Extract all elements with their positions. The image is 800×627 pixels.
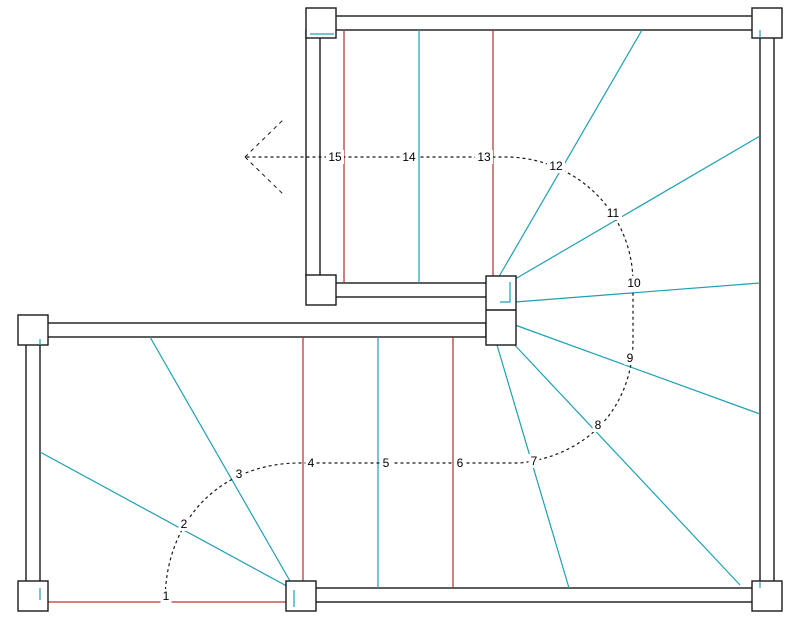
stringer-bottom-right (309, 587, 766, 603)
step-number-13: 13 (477, 150, 491, 164)
stringer-right (759, 29, 775, 589)
step-number-9: 9 (627, 351, 634, 365)
newel-post (305, 7, 337, 39)
step-number-bg (475, 150, 493, 164)
newel-post (17, 314, 49, 346)
newel-post (17, 580, 49, 612)
step-number-bg (528, 454, 540, 468)
step-number-10: 10 (627, 276, 641, 290)
stringer-left-lower (25, 343, 41, 583)
newel-post (305, 274, 337, 306)
step-number-11: 11 (607, 206, 620, 220)
step-number-6: 6 (457, 456, 464, 470)
newel-post (751, 580, 783, 612)
step-number-bg (625, 276, 643, 290)
step-number-2: 2 (181, 517, 188, 531)
tread-line (509, 135, 761, 283)
newel-posts (17, 7, 783, 612)
step-number-5: 5 (383, 456, 390, 470)
step-number-bg (624, 351, 636, 365)
stringer-inner-upper (334, 282, 488, 298)
newel-post (285, 580, 317, 612)
tread-line (39, 451, 295, 591)
tread-line (514, 282, 761, 303)
step-number-8: 8 (595, 418, 602, 432)
stringer-top-upper (319, 15, 767, 31)
step-number-14: 14 (402, 150, 416, 164)
step-number-12: 12 (549, 159, 563, 173)
step-number-bg (380, 456, 392, 470)
stringers (25, 15, 775, 603)
step-number-bg (454, 456, 466, 470)
step-number-3: 3 (236, 467, 243, 481)
step-number-4: 4 (308, 456, 315, 470)
step-number-15: 15 (328, 150, 342, 164)
step-number-bg (400, 150, 418, 164)
stringer-inner-lower (45, 322, 487, 338)
arrow-left-icon (244, 117, 286, 197)
step-number-7: 7 (531, 454, 538, 468)
tread-line (149, 336, 295, 589)
step-number-1: 1 (163, 589, 170, 603)
step-number-bg (592, 418, 604, 432)
step-number-bg (547, 159, 565, 173)
walking-line (164, 156, 634, 603)
step-number-bg (604, 206, 622, 220)
step-number-bg (178, 517, 190, 531)
step-number-bg (160, 589, 172, 603)
stringer-left-upper (305, 29, 321, 277)
post-corner-marks (39, 30, 761, 607)
newel-post (751, 7, 783, 39)
tread-line (509, 339, 741, 586)
step-number-bg (233, 467, 245, 481)
step-number-bg (326, 150, 344, 164)
step-number-bg (305, 456, 317, 470)
tread-line (496, 29, 643, 281)
treads (39, 29, 761, 603)
tread-line (514, 324, 761, 415)
